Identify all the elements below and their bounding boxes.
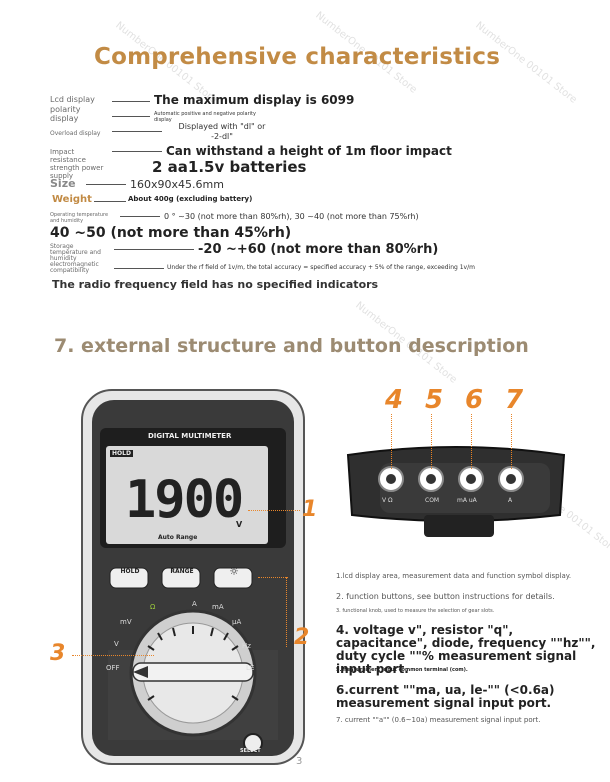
port-label: COM (425, 497, 440, 504)
port-label: mA uA (457, 497, 477, 504)
description-4: 4. voltage v", resistor "q", capacitance… (336, 623, 596, 676)
spec-value: 2 aa1.5v batteries (152, 158, 307, 176)
description-7: 7. current ""a"" (0.6~10a) measurement s… (336, 716, 541, 724)
spec-value: The radio frequency field has no specifi… (52, 278, 379, 291)
range-button[interactable]: RANGE (170, 568, 194, 575)
dial-label: LE (246, 664, 255, 672)
description-3: 3. functional knob, used to measure the … (336, 608, 495, 614)
port-label: A (508, 497, 513, 504)
spec-value: Under the rf field of 1v/m, the total ac… (167, 264, 475, 271)
page-number: 3 (296, 756, 303, 767)
callout-6: 6 (465, 385, 484, 415)
spec-label: Impact resistance strength power supply (50, 148, 104, 180)
lcd-unit: V (236, 520, 243, 529)
backlight-button[interactable]: ☼ (229, 565, 239, 578)
callout-line (431, 414, 432, 469)
lcd-reading: 1900 (125, 470, 244, 530)
callout-line (511, 414, 512, 469)
function-knob[interactable] (150, 648, 182, 672)
spec-value: 160x90x45.6mm (130, 178, 224, 191)
dial-label: Hz (242, 642, 251, 650)
port-label: V Ω (382, 497, 393, 504)
description-2: 2. function buttons, see button instruct… (336, 592, 555, 601)
dial-label: A (192, 600, 197, 608)
dial-label: mV (120, 618, 132, 626)
spec-label: Overload display (50, 130, 101, 137)
dial-label: μA (232, 618, 242, 626)
callout-line (248, 510, 300, 511)
spec-label: Weight (52, 194, 92, 205)
spec-value: The maximum display is 6099 (154, 93, 355, 107)
spec-label: electromagnetic compatibility (50, 261, 99, 274)
spec-value: About 400g (excluding battery) (128, 195, 253, 203)
description-1: 1.lcd display area, measurement data and… (336, 572, 572, 580)
callout-2: 2 (294, 625, 310, 650)
callout-line (258, 577, 288, 578)
spec-label: polarity display (50, 105, 81, 123)
port-illustration (346, 446, 566, 537)
spec-label: Lcd display (50, 95, 95, 104)
spec-value: Can withstand a height of 1m floor impac… (166, 144, 452, 158)
auto-range-label: Auto Range (158, 534, 198, 541)
dial-label: Ω (150, 603, 156, 611)
page-heading: Comprehensive characteristics (94, 44, 501, 70)
spec-value: -20 ~+60 (not more than 80%rh) (198, 242, 439, 257)
section-heading: 7. external structure and button descrip… (54, 335, 529, 357)
spec-value: Displayed with "dl" or -2-dl" (178, 122, 266, 141)
select-button-label: SELECT (240, 748, 261, 754)
meter-brand: DIGITAL MULTIMETER (148, 432, 232, 440)
spec-label: Operating temperature and humidity (50, 212, 109, 224)
spec-value: 40 ~50 (not more than 45%rh) (50, 225, 292, 241)
spec-value: 0 ° ~30 (not more than 80%rh), 30 ~40 (n… (164, 212, 419, 221)
multimeter-illustration (81, 389, 305, 765)
dial-label: mA (212, 603, 224, 611)
callout-3: 3 (50, 641, 66, 666)
hold-indicator: HOLD (110, 450, 133, 457)
description-6: 6.current ""ma, ua, le-"" (<0.6a) measur… (336, 683, 555, 710)
spec-label: Size (50, 177, 76, 190)
callout-line (391, 414, 392, 469)
callout-4: 4 (385, 385, 404, 415)
dial-label: V (114, 640, 119, 648)
callout-7: 7 (505, 385, 524, 415)
dial-label: OFF (106, 664, 120, 672)
callout-line (471, 414, 472, 469)
callout-1: 1 (302, 497, 318, 522)
callout-line (72, 655, 154, 656)
description-5: 5.measurement input common terminal (com… (336, 667, 468, 673)
callout-line (286, 577, 287, 647)
spec-value: Automatic positive and negative polarity… (154, 111, 256, 123)
hold-button[interactable]: HOLD (120, 568, 140, 575)
spec-label: Storage temperature and humidity (50, 243, 101, 262)
callout-5: 5 (425, 385, 444, 415)
select-button[interactable] (244, 735, 262, 753)
